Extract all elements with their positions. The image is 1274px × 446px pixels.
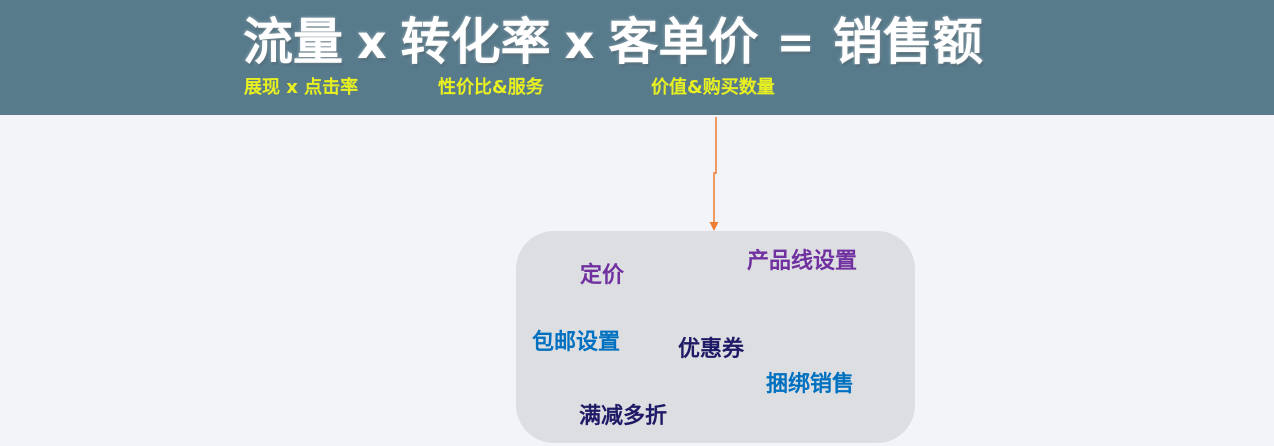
tactic-bundle-sales: 捆绑销售 [766,372,855,397]
tactic-free-shipping-settings: 包邮设置 [532,330,621,355]
arrowhead-icon [709,222,719,231]
tactics-panel: 定价 产品线设置 包邮设置 优惠券 捆绑销售 满减多折 [516,231,915,443]
formula-traffic: 流量 [243,13,343,71]
formula-multiply-sign: x [564,15,595,69]
header-banner: 流量 x 转化率 x 客单价 = 销售额 展现 x 点击率 性价比&服务 价值&… [0,0,1274,115]
tactic-pricing: 定价 [580,263,625,288]
tactic-coupon: 优惠券 [678,337,745,362]
subtitle-traffic-factors: 展现 x 点击率 [244,77,359,98]
formula-multiply-sign: x [357,15,387,69]
sales-formula: 流量 x 转化率 x 客单价 = 销售额 [243,12,983,72]
subtitle-average-order-factors: 价值&购买数量 [651,77,775,98]
formula-conversion-rate: 转化率 [400,13,551,71]
tactic-product-line-settings: 产品线设置 [747,249,858,274]
formula-equals-sign: = [776,15,815,69]
formula-average-order-value: 客单价 [608,13,759,71]
tactic-full-reduction-discount: 满减多折 [579,404,668,429]
arrow-line [713,117,717,223]
formula-sales: 销售额 [832,13,983,71]
subtitle-conversion-factors: 性价比&服务 [438,77,544,98]
